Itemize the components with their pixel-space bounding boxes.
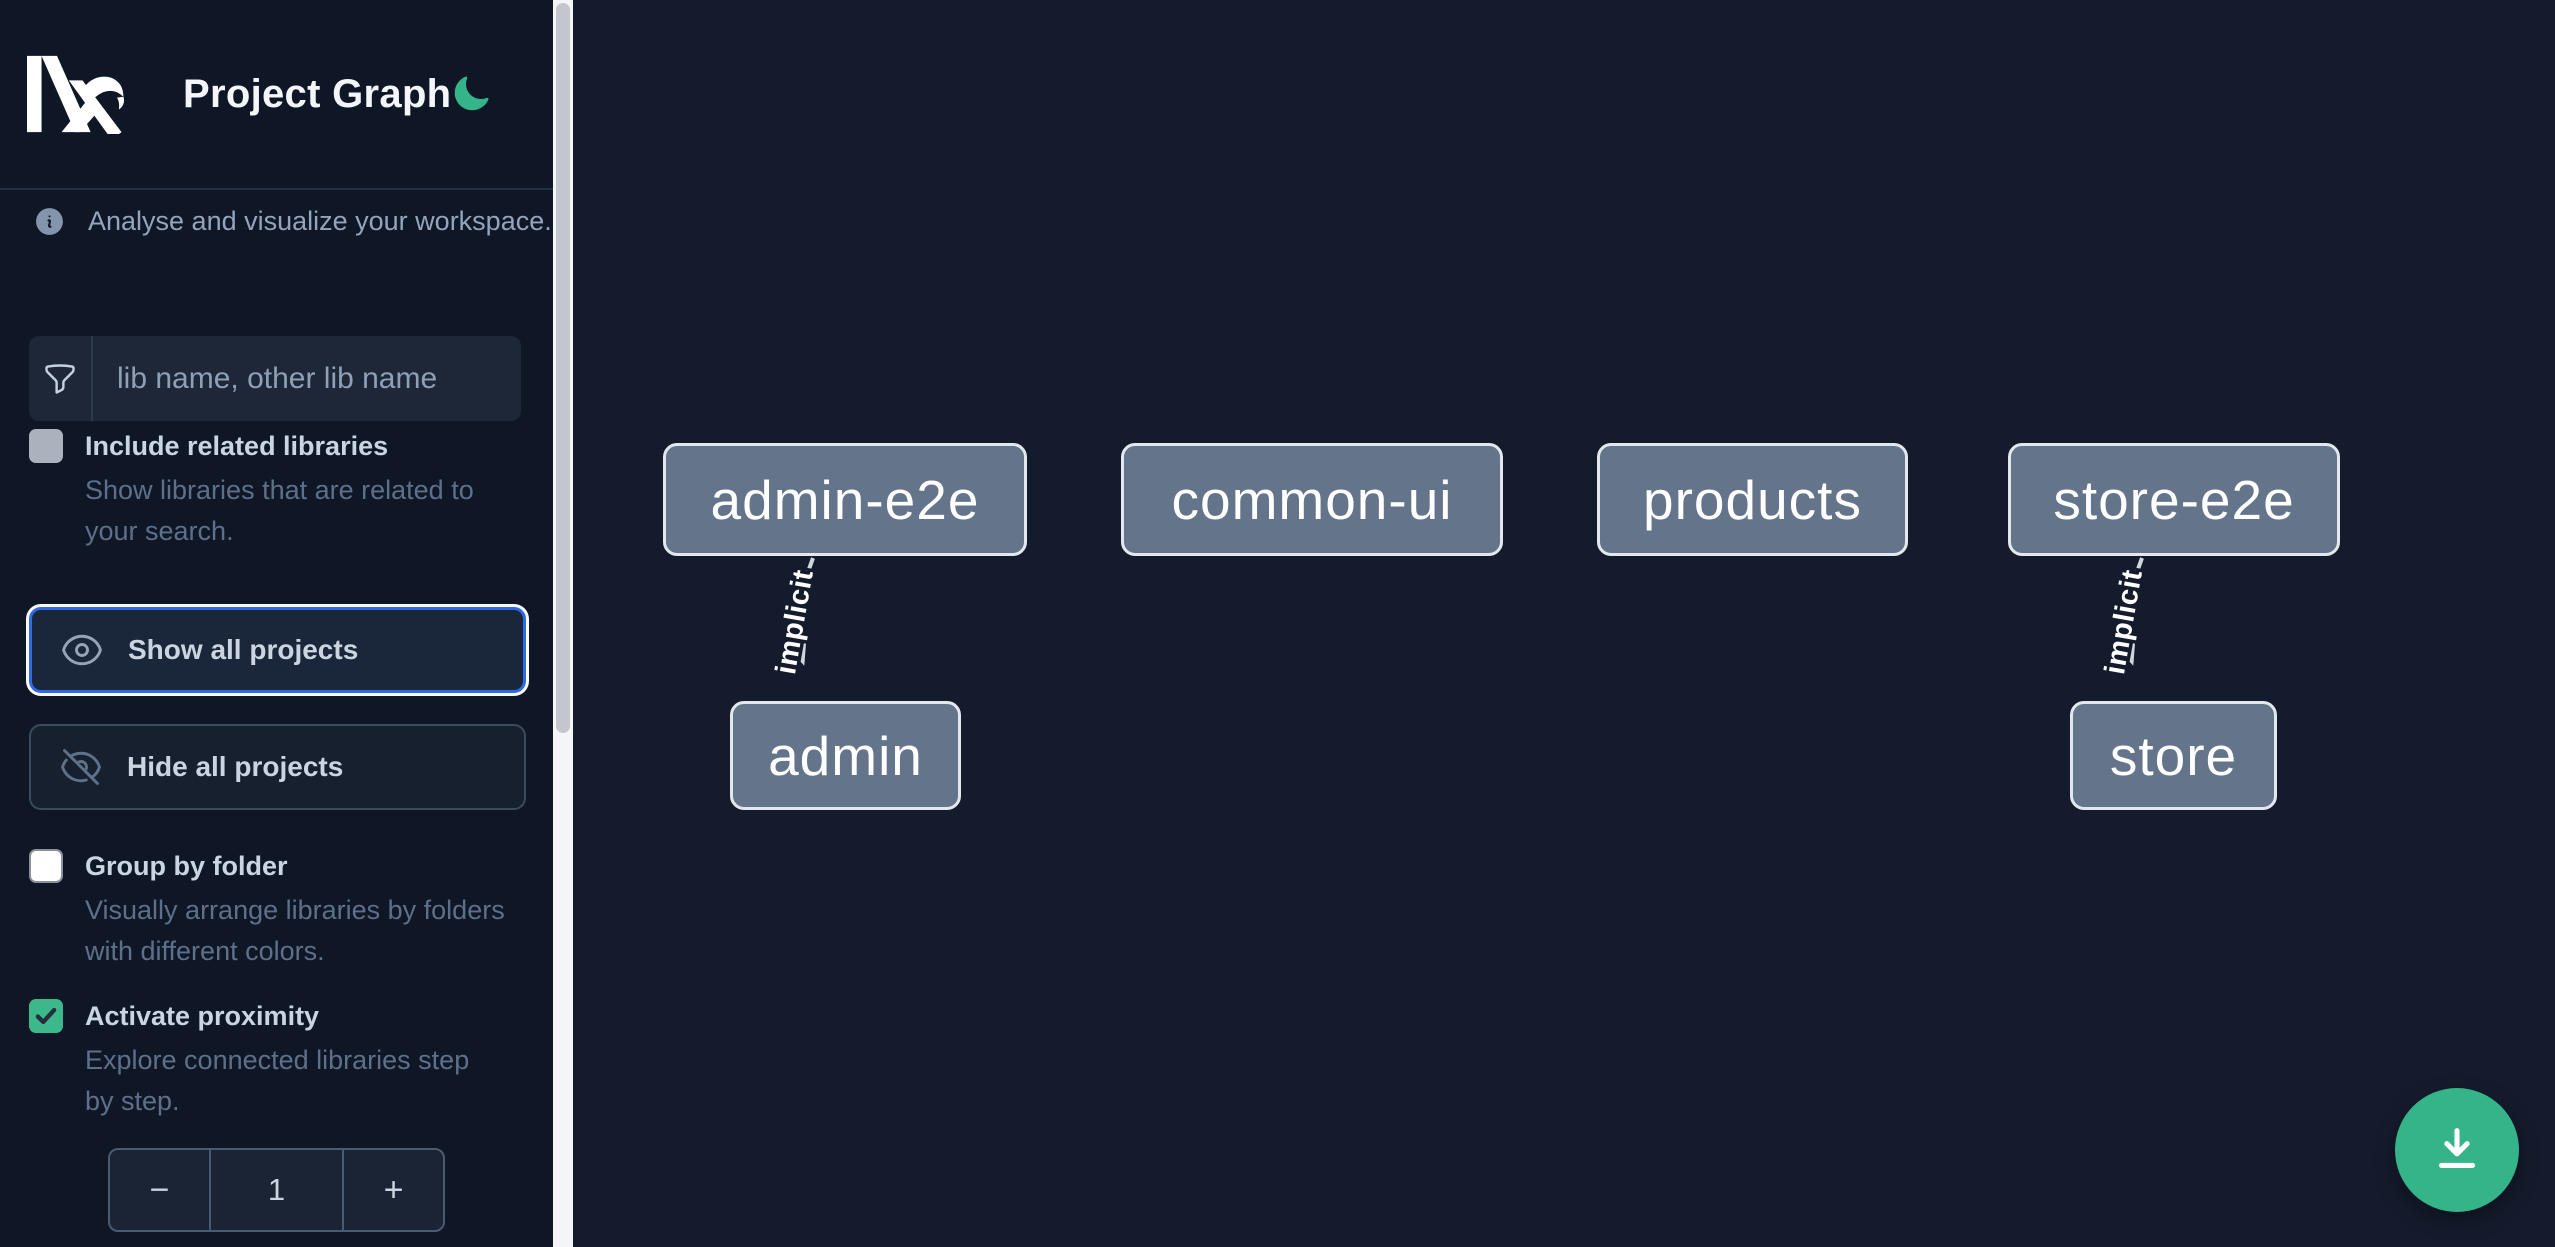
project-node-common-ui[interactable]: common-ui (1121, 443, 1503, 556)
graph-edges: implicit implicit (767, 557, 2152, 680)
activate-proximity-checkbox[interactable] (29, 999, 63, 1033)
option-label: Activate proximity (85, 1001, 320, 1031)
eye-icon (62, 634, 102, 666)
decrement-button[interactable]: − (110, 1150, 209, 1230)
option-activate-proximity[interactable]: Activate proximity Explore connected lib… (29, 998, 505, 1122)
moon-icon (455, 76, 489, 111)
workspace-info: Analyse and visualize your workspace. (33, 205, 552, 238)
edge-label: implicit (770, 567, 820, 676)
option-include-related-libraries[interactable]: Include related libraries Show libraries… (29, 428, 505, 552)
info-icon (36, 208, 63, 235)
edge-admin-e2e-to-admin (785, 557, 815, 666)
option-label: Include related libraries (85, 431, 389, 461)
show-all-projects-button[interactable]: Show all projects (29, 607, 526, 693)
hide-all-label: Hide all projects (127, 751, 344, 782)
option-label: Group by folder (85, 851, 288, 881)
page-title: Project Graph (183, 71, 452, 116)
eye-slash-icon (61, 749, 101, 785)
project-node-products[interactable]: products (1597, 443, 1908, 556)
edge-store-e2e-to-store (2114, 557, 2144, 666)
proximity-depth-stepper: − 1 + (108, 1148, 445, 1232)
download-icon (2438, 1128, 2476, 1169)
project-node-admin-e2e[interactable]: admin-e2e (663, 443, 1027, 556)
graph-canvas[interactable]: implicit implicit admin-e2e common-ui pr… (573, 0, 2555, 1247)
edge-label: implicit (2099, 567, 2149, 676)
include-related-checkbox[interactable] (29, 429, 63, 463)
check-icon (35, 1007, 57, 1025)
search-box (29, 336, 527, 421)
project-node-store-e2e[interactable]: store-e2e (2008, 443, 2340, 556)
scrollbar-thumb[interactable] (556, 3, 570, 733)
depth-value[interactable]: 1 (209, 1150, 344, 1230)
funnel-icon (29, 336, 93, 421)
option-description: Explore connected libraries step by step… (85, 1045, 470, 1116)
library-filter-input[interactable] (93, 336, 527, 421)
nx-logo-icon (27, 55, 125, 134)
increment-button[interactable]: + (344, 1150, 443, 1230)
sidebar-scrollbar[interactable] (553, 0, 573, 1247)
project-node-admin[interactable]: admin (730, 701, 961, 810)
project-node-store[interactable]: store (2070, 701, 2277, 810)
show-all-label: Show all projects (128, 634, 359, 665)
sidebar: Project Graph Analyse and visualize your… (0, 0, 553, 1247)
group-by-folder-checkbox[interactable] (29, 849, 63, 883)
option-description: Visually arrange libraries by folders wi… (85, 895, 505, 966)
sidebar-header: Project Graph (0, 0, 553, 190)
download-graph-button[interactable] (2395, 1088, 2519, 1212)
option-description: Show libraries that are related to your … (85, 475, 474, 546)
option-group-by-folder[interactable]: Group by folder Visually arrange librari… (29, 848, 505, 972)
hide-all-projects-button[interactable]: Hide all projects (29, 724, 526, 810)
theme-toggle-button[interactable] (451, 74, 491, 114)
info-text: Analyse and visualize your workspace. (88, 206, 552, 236)
